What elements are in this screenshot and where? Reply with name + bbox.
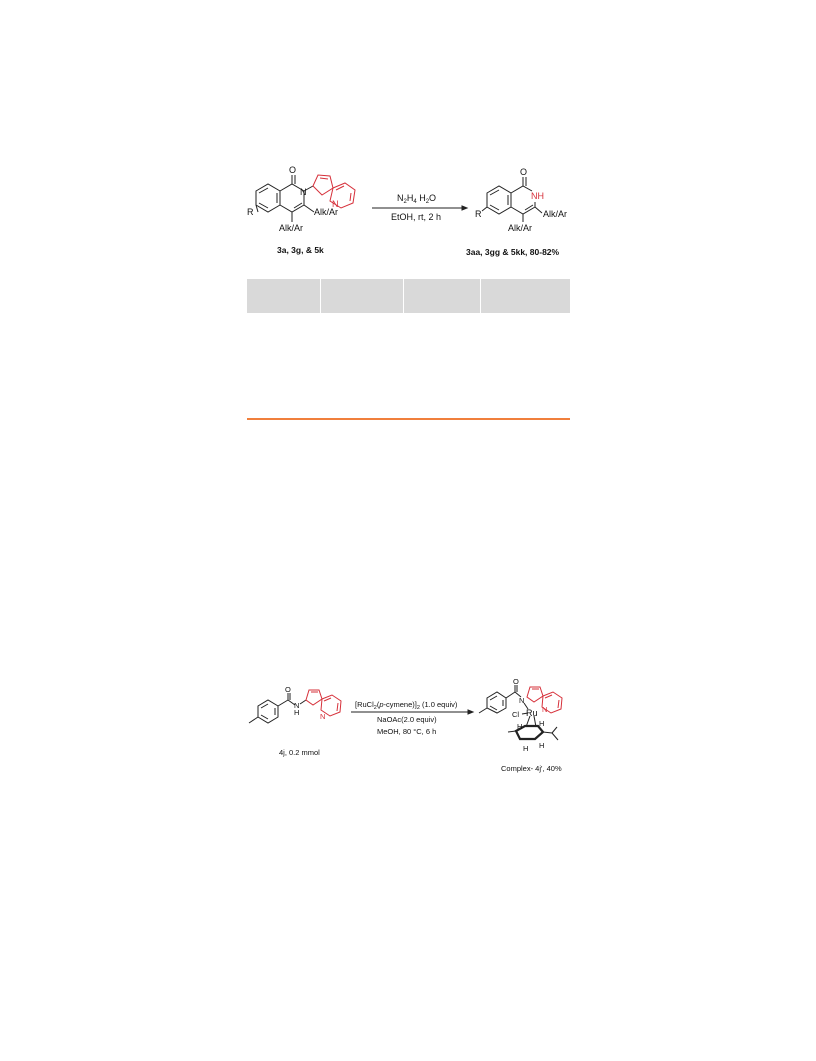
product-caption: 3aa, 3gg & 5kk, 80-82% [466,247,560,257]
product-carbonyl-oxygen-2: O [513,677,519,686]
reagent-hydrazine: N2H4 H2O [397,193,436,205]
reactant-4j-azaindole [305,689,342,717]
scheme-2-ruthenation: O N H N 4j, 0.2 mmol [RuCl2(p-cymene)]2 … [248,677,563,773]
product-azaindole-nitrogen: N [542,705,547,714]
reagent-base: NaOAc(2.0 equiv) [377,715,437,724]
reaction-arrow-1 [372,205,469,211]
reactant-4j-carbonyl-oxygen: O [285,685,291,694]
table-header [247,279,570,313]
product-ruthenium: Ru [526,708,538,718]
product-r-group: R [475,209,482,219]
scheme-1-hydrazinolysis: O N N R Alk/Ar Alk/Ar 3a, 3g, & 5k N2H4 … [247,165,567,257]
product-chloride: Cl [512,710,519,719]
product-hydrogen-4: H [539,741,544,750]
reactant-r-group: R [247,207,254,217]
reactant-azaindole-nitrogen: N [332,199,339,209]
product-complex-structure [478,685,559,741]
product-complex-azaindole [526,686,563,714]
reagent-conditions: EtOH, rt, 2 h [391,212,441,222]
product-hydrogen-1: H [517,722,522,731]
table-header-background [247,279,570,313]
reactant-alk-ar-c3: Alk/Ar [314,207,338,217]
product-hydrogen-2: H [539,719,544,728]
product-carbonyl-oxygen: O [520,167,527,177]
reactant-carbonyl-oxygen: O [289,165,296,175]
reactant-caption: 3a, 3g, & 5k [277,245,324,255]
reactant-4j-amide-nitrogen: N [294,701,299,710]
product-isoquinolinone-structure [481,177,543,222]
reactant-4j-structure [248,693,307,724]
product-hydrogen-3: H [523,744,528,753]
product-amide-nitrogen: N [519,696,524,705]
product-alk-ar-c3: Alk/Ar [543,209,567,219]
reagent-ruthenium-catalyst: [RuCl2(p-cymene)]2 (1.0 equiv) [355,700,458,711]
reagent-conditions-2: MeOH, 80 °C, 6 h [377,727,436,736]
reactant-4j-caption: 4j, 0.2 mmol [279,748,320,757]
reactant-ring-nitrogen: N [300,187,307,197]
product-nh: NH [531,191,544,201]
reactant-azaindole-structure [312,174,356,209]
reaction-arrow-2 [351,709,475,715]
product-complex-caption: Complex- 4j', 40% [501,764,562,773]
reactant-4j-azaindole-nitrogen: N [320,712,325,721]
reactant-alk-ar-c4: Alk/Ar [279,223,303,233]
reactant-4j-amide-hydrogen: H [294,708,299,717]
product-alk-ar-c4: Alk/Ar [508,223,532,233]
reactant-isoquinolinone-structure [255,175,315,222]
